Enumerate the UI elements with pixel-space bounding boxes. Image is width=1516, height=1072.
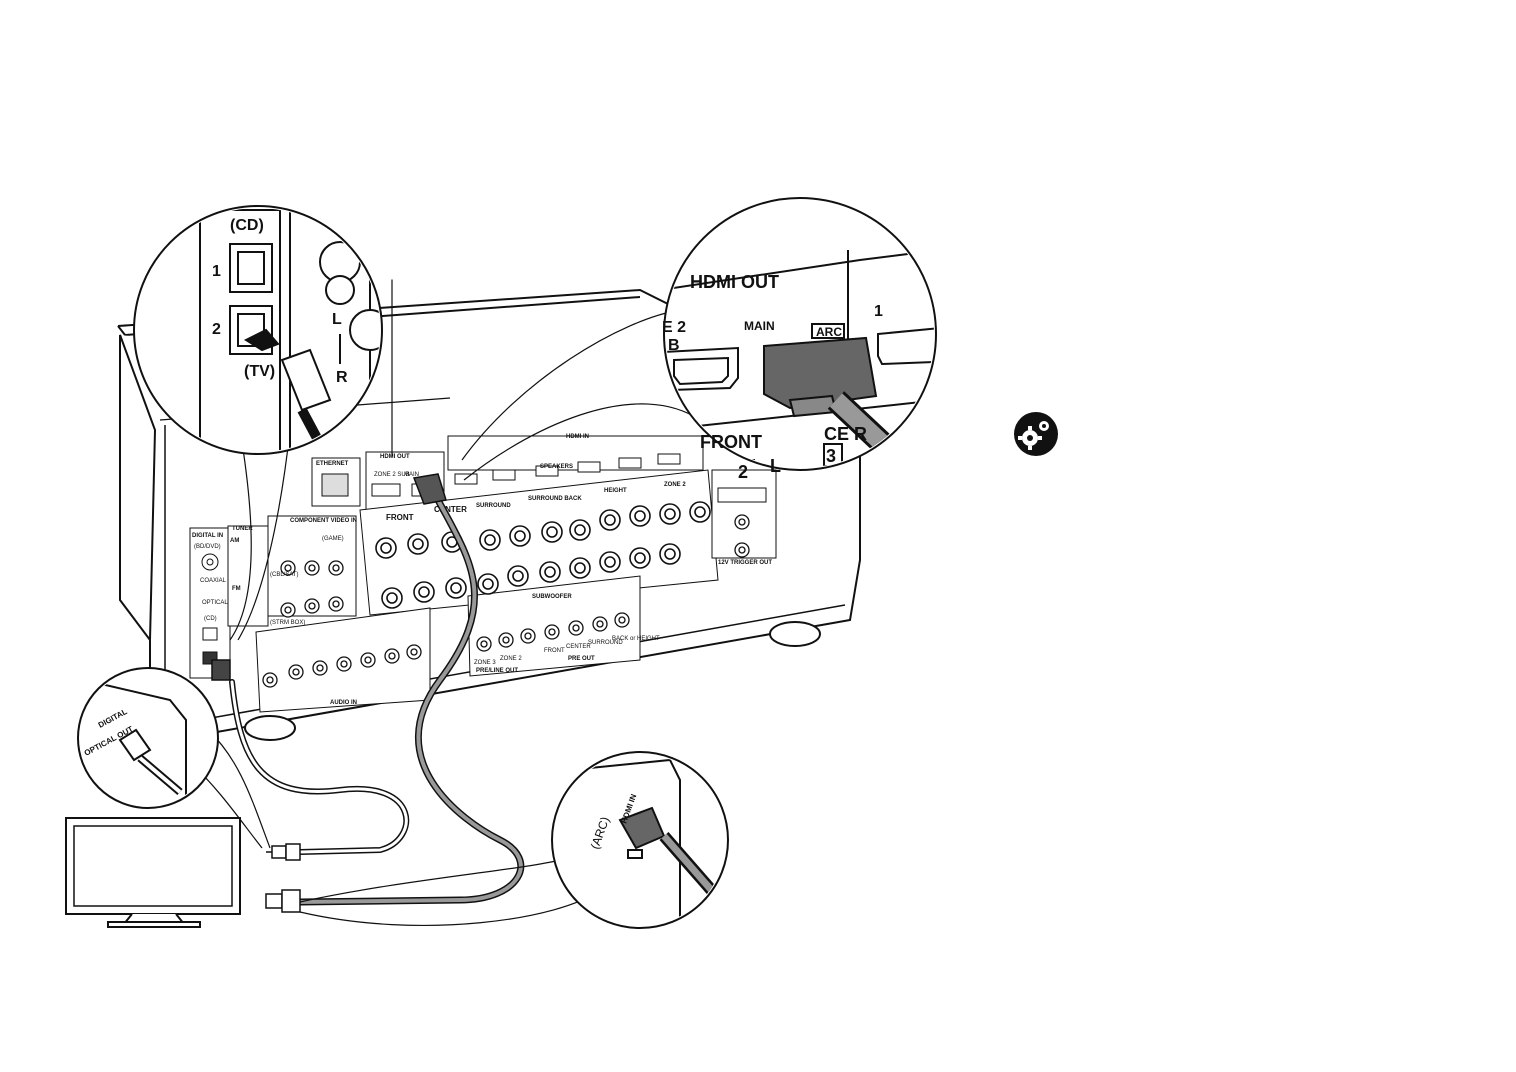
front-out-label: FRONT	[544, 648, 565, 654]
bd-dvd-label: (BD/DVD)	[194, 544, 221, 550]
tv-plugs	[265, 843, 301, 913]
pre-out-label: PRE OUT	[568, 656, 595, 662]
pre-line-out-label: PRE/LINE OUT	[476, 668, 518, 674]
surround-out-label: SURROUND	[588, 640, 623, 646]
zone2-out-label: ZONE 2	[500, 656, 522, 662]
subwoofer-label: SUBWOOFER	[532, 594, 572, 600]
game-label: (GAME)	[322, 536, 344, 542]
center-label: CENTER	[434, 505, 467, 514]
zone2-label: ZONE 2	[664, 482, 686, 488]
surround-label: SURROUND	[476, 503, 511, 509]
fm-label: FM	[232, 586, 241, 592]
ethernet-label: ETHERNET	[316, 461, 349, 467]
zoom-right-arc-label: ARC	[816, 325, 842, 339]
am-label: AM	[230, 538, 239, 544]
front-label: FRONT	[386, 513, 414, 522]
main-label: MAIN	[404, 472, 419, 478]
zoom-left-l-label: L	[332, 311, 342, 328]
zoom-left-tv-label: (TV)	[244, 363, 275, 380]
hdmi-in-label: HDMI IN	[566, 434, 589, 440]
component-video-label: COMPONENT VIDEO IN	[290, 518, 357, 524]
zoom-left-optical-in: (CD) 1 2 (TV) L R	[133, 205, 383, 641]
callout-tv-hdmi	[299, 889, 601, 927]
digital-in-label: DIGITAL IN	[192, 533, 223, 539]
height-label: HEIGHT	[604, 488, 627, 494]
rs232-port	[717, 487, 767, 503]
zoom-left-r-label: R	[336, 369, 348, 386]
cables	[229, 279, 525, 906]
zoom-right-front-label: FRONT	[700, 432, 762, 452]
zoom-left-num2: 2	[212, 321, 221, 338]
cd-label: (CD)	[204, 616, 217, 622]
hdmi-out-zone2-port	[371, 483, 401, 497]
trigger-out-label: 12V TRIGGER OUT	[718, 560, 772, 566]
optical-cd-jack	[202, 627, 218, 641]
rca-jacks	[262, 514, 750, 688]
speakers-label: SPEAKERS	[540, 464, 573, 470]
speaker-binding-posts	[375, 501, 711, 609]
zoom-right-hdmi-out: HDMI OUT E 2 B MAIN ARC 1 FRONT 2 L CE R…	[461, 197, 937, 482]
back-height-label: BACK or HEIGHT	[612, 636, 660, 642]
zoom-right-l-label: L	[770, 456, 781, 476]
receiver-labels: ETHERNET HDMI OUT ZONE 2 SUB MAIN HDMI I…	[192, 434, 772, 706]
hdmi-out-label: HDMI OUT	[380, 454, 410, 460]
zoom-right-center-label: CE R	[824, 424, 867, 444]
zoom-left-cd-label: (CD)	[230, 217, 264, 234]
gear-settings-icon	[1014, 412, 1058, 456]
zoom-right-hdmi-out-label: HDMI OUT	[690, 272, 779, 292]
ethernet-port	[321, 473, 349, 497]
zone3-out-label: ZONE 3	[474, 660, 496, 666]
coaxial-jack	[201, 553, 219, 571]
zoom-right-num1: 1	[874, 303, 883, 320]
zoom-right-zone2-sub-label: B	[668, 337, 680, 354]
foot-left	[244, 715, 296, 741]
optical-plug-icon	[266, 843, 301, 861]
hdmi-plug-icon	[412, 473, 447, 505]
coaxial-label: COAXIAL	[200, 578, 227, 584]
audio-in-label: AUDIO IN	[330, 700, 357, 706]
zone2-sub-label: ZONE 2 SUB	[374, 472, 410, 478]
tuner-label: TUNER	[232, 526, 253, 532]
hdmi-in-section	[447, 435, 704, 471]
zoom-right-main-label: MAIN	[744, 319, 775, 333]
surround-back-label: SURROUND BACK	[528, 496, 582, 502]
tv-icon	[65, 817, 241, 928]
optical-plug-icon	[211, 659, 231, 681]
zoom-right-num2: 2	[738, 462, 748, 482]
zoom-digital-optical-out: DIGITAL OPTICAL OUT	[77, 667, 271, 849]
cbl-sat-label: (CBL/SAT)	[270, 572, 299, 578]
receiver-plugs	[211, 473, 447, 681]
zoom-right-num3: 3	[826, 446, 836, 466]
hdmi-plug-icon	[265, 889, 301, 913]
center-out-label: CENTER	[566, 644, 591, 650]
optical-label: OPTICAL	[202, 600, 228, 606]
zoom-left-num1: 1	[212, 263, 221, 280]
zoom-tv-hdmi-in: HDMI IN (ARC)	[551, 751, 729, 929]
tuner-section	[227, 525, 269, 627]
foot-right	[769, 621, 821, 647]
zoom-right-zone2-label: E 2	[662, 319, 686, 336]
strm-box-label: (STRM BOX)	[270, 620, 305, 626]
